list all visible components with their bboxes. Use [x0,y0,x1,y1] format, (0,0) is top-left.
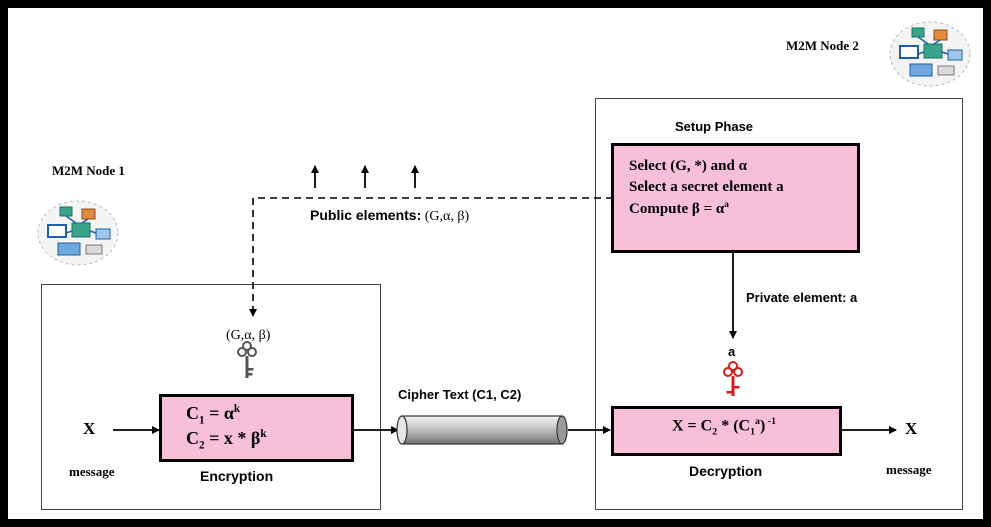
public-elements-label: Public elements: (G,α, β) [310,207,470,224]
key-icon [723,361,743,396]
encryption-container [41,284,381,510]
node1-label: M2M Node 1 [52,163,125,178]
encryption-params: (G,α, β) [226,328,271,343]
device-network-icon [889,21,971,87]
output-caption: message [886,462,932,477]
private-element-value: a [728,344,736,359]
input-symbol: X [83,419,96,438]
connectors [37,21,971,445]
cipher-channel-cylinder [396,415,568,445]
decryption-equation: X = C2 * (C1a) -1 [672,416,777,438]
decryption-container [595,98,963,510]
setup-line-1: Select (G, *) and α [629,158,747,174]
setup-line-2: Select a secret element a [629,179,784,195]
device-network-icon [37,200,119,266]
output-symbol: X [905,419,918,438]
input-caption: message [69,464,115,479]
c2-equation: C2 = x * βk [186,428,267,452]
decryption-box: X = C2 * (C1a) -1 [611,406,842,456]
private-element-label: Private element: a [746,290,858,305]
setup-phase-title: Setup Phase [675,119,754,134]
diagram-canvas: M2M Node 1 M2M Node 2 Setup Phase Select… [8,8,983,519]
setup-box: Select (G, *) and α Select a secret elem… [611,143,860,253]
decryption-title: Decryption [689,463,763,479]
c1-equation: C1 = αk [186,403,241,427]
public-channel-line [249,197,613,317]
setup-line-3: Compute β = αa [629,200,729,217]
encryption-box: C1 = αk C2 = x * βk [159,394,354,462]
node2-label: M2M Node 2 [786,38,859,53]
encryption-title: Encryption [200,468,274,484]
key-icon [237,341,257,378]
cipher-text-label: Cipher Text (C1, C2) [398,387,522,402]
